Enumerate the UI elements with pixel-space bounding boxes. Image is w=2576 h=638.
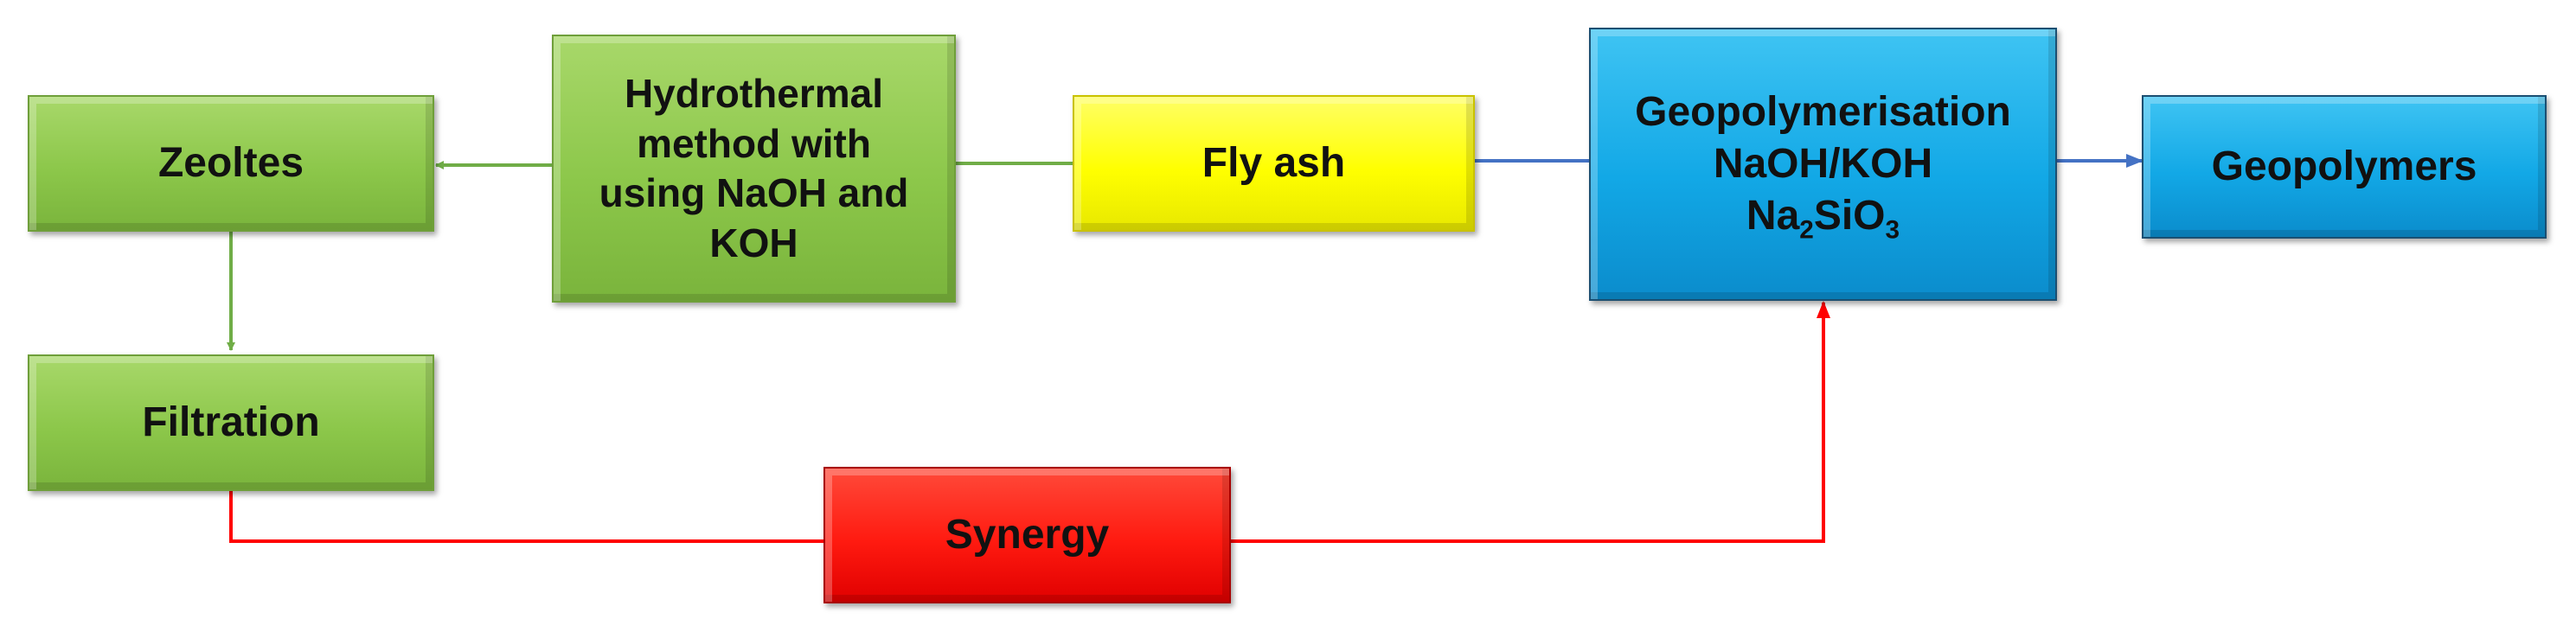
arrow-synergy-geopolymerisation	[1231, 301, 1830, 543]
hydrothermal-label-line-4: KOH	[709, 220, 798, 265]
hydrothermal-label-line-2: method with	[637, 120, 871, 166]
sodium-symbol: Na	[1746, 193, 1800, 239]
zeolites-label: Zeoltes	[157, 140, 304, 186]
geopolymerisation-label-line-2: NaOH/KOH	[1713, 141, 1933, 187]
hydrothermal-label-line-1: Hydrothermal	[624, 71, 884, 116]
filtration-label: Filtration	[142, 399, 320, 445]
sodium-subscript: 2	[1799, 215, 1814, 245]
zeolites-node: Zeoltes	[28, 95, 434, 232]
filtration-node: Filtration	[28, 354, 434, 491]
fly-ash-node: Fly ash	[1073, 95, 1475, 232]
hydrothermal-node: Hydrothermal method with using NaOH and …	[552, 35, 956, 303]
hydrothermal-label-line-3: using NaOH and	[599, 170, 909, 215]
geopolymerisation-label-line-1: Geopolymerisation	[1635, 89, 2011, 135]
silicate-symbol: SiO	[1813, 193, 1886, 239]
oxygen-subscript: 3	[1885, 215, 1900, 245]
geopolymers-node: Geopolymers	[2142, 95, 2547, 239]
geopolymerisation-label-line-3: Na2SiO3	[1746, 190, 1900, 245]
fly-ash-label: Fly ash	[1201, 140, 1346, 186]
geopolymerisation-node: Geopolymerisation NaOH/KOH Na2SiO3	[1589, 28, 2057, 301]
geopolymers-label: Geopolymers	[2211, 144, 2477, 189]
synergy-node: Synergy	[823, 467, 1231, 603]
connector-filtration-synergy	[229, 491, 823, 543]
synergy-label: Synergy	[945, 512, 1110, 558]
